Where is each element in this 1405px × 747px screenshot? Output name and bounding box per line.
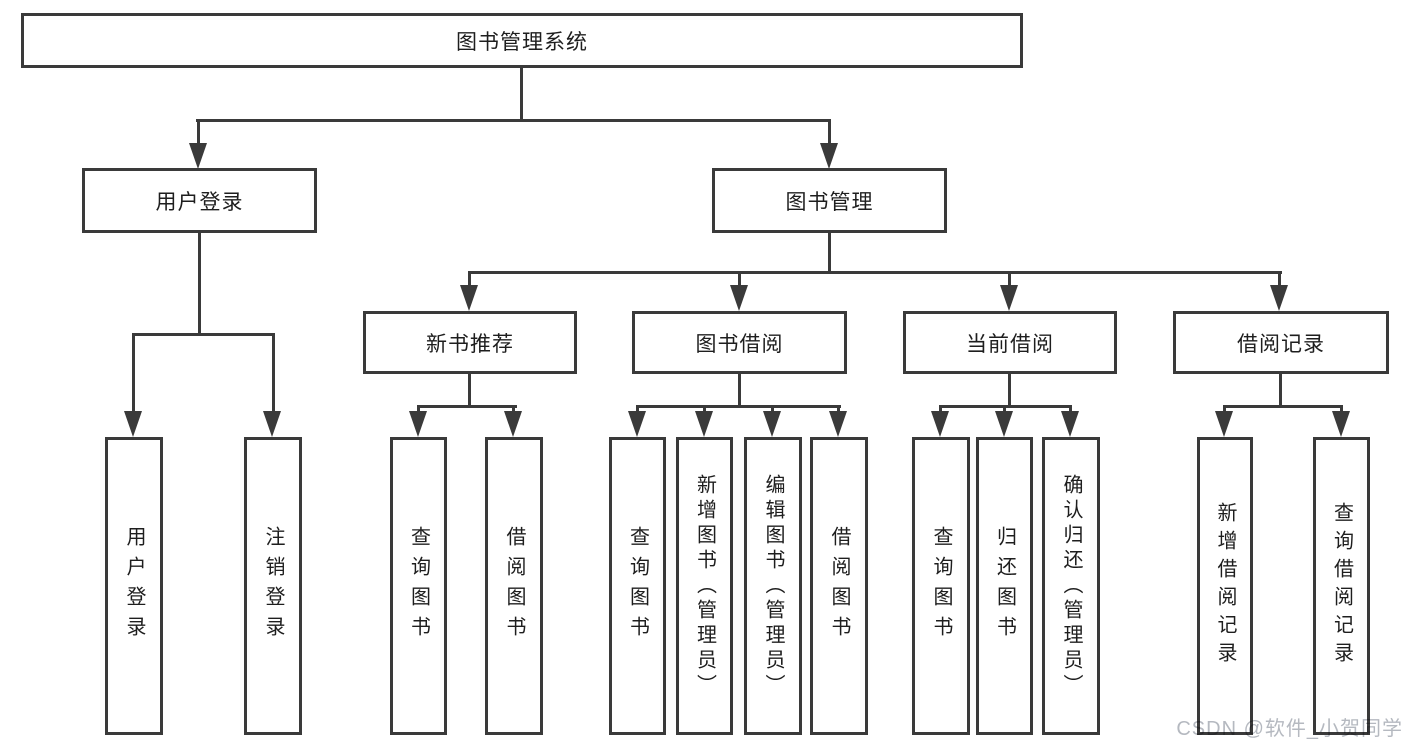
arrow-to-confirm-return-admin — [1061, 411, 1079, 437]
connector-level3-hline — [468, 271, 1282, 274]
arrow-to-query-books-borrow — [628, 411, 646, 437]
leaf-borrow-books-recommend: 借阅图书 — [485, 437, 543, 735]
arrow-to-leaf-user-login — [124, 411, 142, 437]
arrow-to-leaf-logout — [263, 411, 281, 437]
node-new-book-recommendation: 新书推荐 — [363, 311, 577, 374]
leaf-query-borrow-record: 查询借阅记录 — [1313, 437, 1370, 735]
connector-new-book-drop — [468, 374, 471, 408]
arrow-to-add-borrow-record — [1215, 411, 1233, 437]
leaf-query-books-current: 查询图书 — [912, 437, 970, 735]
connector-borrowing-records-stem — [1278, 271, 1281, 288]
connector-book-management-drop — [828, 233, 831, 273]
arrow-to-book-management — [820, 143, 838, 169]
node-current-borrowing: 当前借阅 — [903, 311, 1117, 374]
arrow-to-edit-books-admin — [763, 411, 781, 437]
leaf-borrow-books: 借阅图书 — [810, 437, 868, 735]
connector-bb-query-stem — [636, 405, 639, 413]
leaf-edit-books-admin: 编辑图书（管理员） — [744, 437, 802, 735]
leaf-user-login: 用户登录 — [105, 437, 163, 735]
connector-cb-confirm-stem — [1069, 405, 1072, 413]
connector-current-borrowing-stem — [1008, 271, 1011, 288]
connector-nb-borrow-stem — [512, 405, 515, 413]
connector-user-login-stem — [197, 119, 200, 146]
arrow-to-new-book-recommendation — [460, 285, 478, 311]
leaf-confirm-return-admin: 确认归还（管理员） — [1042, 437, 1100, 735]
connector-borrowing-records-drop — [1279, 374, 1282, 408]
connector-nb-query-stem — [417, 405, 420, 413]
connector-new-book-hline — [417, 405, 517, 408]
connector-br-query-stem — [1340, 405, 1343, 413]
arrow-to-return-books — [995, 411, 1013, 437]
connector-current-borrowing-drop — [1008, 374, 1011, 408]
arrow-to-user-login — [189, 143, 207, 169]
node-book-borrowing: 图书借阅 — [632, 311, 847, 374]
leaf-add-books-admin: 新增图书（管理员） — [676, 437, 733, 735]
connector-bb-borrow-stem — [837, 405, 840, 413]
arrow-to-add-books-admin — [695, 411, 713, 437]
node-borrowing-records: 借阅记录 — [1173, 311, 1389, 374]
arrow-to-book-borrowing — [730, 285, 748, 311]
connector-book-borrowing-stem — [738, 271, 741, 288]
leaf-add-borrow-record: 新增借阅记录 — [1197, 437, 1253, 735]
node-user-login: 用户登录 — [82, 168, 317, 233]
arrow-to-query-books-current — [931, 411, 949, 437]
leaf-query-books-recommend: 查询图书 — [390, 437, 447, 735]
arrow-to-borrowing-records — [1270, 285, 1288, 311]
arrow-to-borrow-books-recommend — [504, 411, 522, 437]
arrow-to-query-borrow-record — [1332, 411, 1350, 437]
connector-cb-query-stem — [939, 405, 942, 413]
connector-book-borrowing-hline — [636, 405, 841, 408]
connector-book-borrowing-drop — [738, 374, 741, 408]
connector-level2-hline — [196, 119, 831, 122]
arrow-to-query-books-recommend — [409, 411, 427, 437]
connector-bb-edit-stem — [771, 405, 774, 413]
connector-book-management-stem — [828, 119, 831, 146]
leaf-return-books: 归还图书 — [976, 437, 1033, 735]
csdn-watermark: CSDN @软件_小贺同学 — [1176, 718, 1403, 740]
leaf-query-books-borrow: 查询图书 — [609, 437, 666, 735]
connector-leaf-logout-stem — [272, 333, 275, 413]
arrow-to-borrow-books — [829, 411, 847, 437]
leaf-logout: 注销登录 — [244, 437, 302, 735]
connector-borrowing-records-hline — [1223, 405, 1343, 408]
connector-bb-add-stem — [703, 405, 706, 413]
connector-user-login-drop — [198, 233, 201, 336]
connector-cb-return-stem — [1003, 405, 1006, 413]
arrow-to-current-borrowing — [1000, 285, 1018, 311]
node-library-management-system: 图书管理系统 — [21, 13, 1023, 68]
connector-new-book-stem — [468, 271, 471, 288]
connector-leaf-user-login-stem — [132, 333, 135, 413]
connector-br-add-stem — [1223, 405, 1226, 413]
node-book-management: 图书管理 — [712, 168, 947, 233]
connector-user-login-hline — [132, 333, 275, 336]
connector-root-drop — [520, 68, 523, 121]
